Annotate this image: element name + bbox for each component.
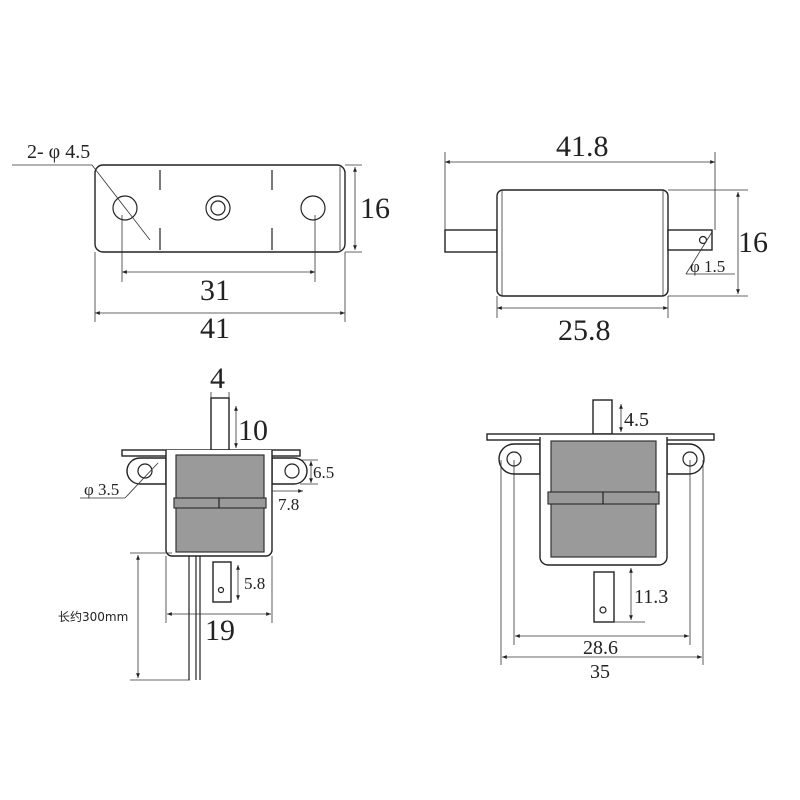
plunger-shaft (592, 399, 613, 435)
terminal-tab (212, 561, 232, 603)
mounting-plate (94, 164, 346, 253)
ear-hole (284, 463, 300, 479)
tab-length-dimension-lines (614, 568, 645, 623)
leader-line (12, 164, 151, 241)
center-hole (205, 195, 231, 221)
ear-hole-label: φ 3.5 (84, 480, 119, 499)
height-dimension-lines (668, 189, 748, 297)
lead-wires (188, 556, 201, 680)
overall-length-dimension-lines (444, 152, 716, 230)
terminal-tab (593, 571, 615, 623)
coil-band (173, 497, 267, 509)
hole-spacing-dimension-lines (513, 460, 691, 645)
tab-length-dimension: 11.3 (634, 586, 668, 608)
terminal-hole (599, 606, 607, 614)
terminal-hole (217, 586, 225, 594)
ear-hole (137, 463, 153, 479)
solenoid-body (496, 189, 669, 297)
body-edge-lines (501, 190, 664, 296)
pin-hole-label: φ 1.5 (690, 257, 725, 276)
height-dimension: 16 (738, 226, 768, 259)
width-dimension: 41 (200, 312, 230, 345)
shaft-length-dimension: 10 (238, 414, 268, 447)
overall-width-dimension-lines (500, 460, 704, 665)
hole-spacing-dimension: 31 (200, 274, 230, 307)
pin-hole (698, 235, 708, 245)
hole-spacing-dimension-lines (121, 215, 316, 282)
hole-diameter-label: 2- φ 4.5 (27, 141, 90, 163)
plunger-shaft (444, 229, 498, 253)
mounting-ear-right (666, 443, 705, 475)
top-left-view: 2- φ 4.5 16 31 41 (12, 141, 390, 345)
wire-length-dimension-lines (130, 552, 190, 681)
tab-length-dimension: 5.8 (244, 574, 265, 593)
hole-spacing-dimension: 28.6 (583, 637, 618, 659)
ear-height-dimension-lines (300, 459, 318, 485)
shaft-length-dimension: 4.5 (624, 409, 649, 431)
body-length-dimension-lines (496, 296, 669, 318)
body-length-dimension: 25.8 (558, 314, 611, 347)
slot-marks (159, 170, 273, 250)
bottom-left-view: 4 10 φ 3.5 6.5 7.8 5.8 19 长约300mm (58, 362, 334, 681)
shaft-width-dimension: 4 (210, 362, 225, 395)
rear-pin (667, 229, 713, 251)
height-dimension: 16 (360, 192, 390, 225)
ear-offset-dimension: 7.8 (278, 495, 299, 514)
mounting-ear-right (271, 457, 308, 485)
ear-hole-leader (80, 462, 159, 499)
bottom-right-view: 4.5 11.3 28.6 35 (486, 399, 715, 683)
overall-width-dimension: 35 (590, 661, 610, 683)
height-dimension-lines (345, 164, 362, 253)
width-dimension-lines (94, 252, 346, 322)
frame-width-dimension-lines (165, 556, 273, 623)
center-hole-inner (210, 200, 226, 216)
pin-hole-leader (685, 231, 735, 275)
mounting-ear-left (498, 443, 541, 475)
plunger-shaft (210, 397, 230, 451)
frame-width-dimension: 19 (205, 614, 235, 647)
top-right-view: 41.8 16 φ 1.5 25.8 (444, 130, 768, 347)
overall-length-dimension: 41.8 (556, 130, 609, 163)
shaft-width-dimension-lines (210, 392, 230, 398)
mount-hole (112, 195, 138, 221)
wire-length-label: 长约300mm (58, 609, 128, 624)
mount-hole (300, 195, 326, 221)
mounting-ear-left (126, 457, 167, 485)
ear-height-dimension: 6.5 (313, 463, 334, 482)
